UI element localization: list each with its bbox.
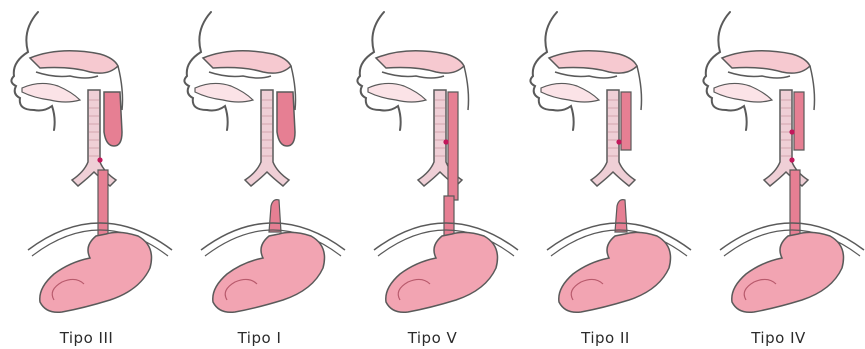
pharynx-wall [464, 66, 469, 110]
upper-esophagus [794, 92, 804, 150]
fistula-marker [443, 139, 448, 144]
face-profile-outline [11, 12, 54, 130]
fistula-marker [789, 129, 794, 134]
lower-esophageal-stump [615, 200, 627, 232]
oral-cavity [541, 83, 599, 102]
face-profile-outline [184, 12, 227, 130]
panel-label: Tipo I [173, 329, 346, 347]
pharynx-wall [810, 66, 815, 110]
nasal-cavity [376, 51, 464, 73]
panel-tipo-v: Tipo V [346, 0, 519, 349]
pharynx-wall [637, 66, 642, 110]
oral-cavity [195, 83, 253, 102]
upper-esophageal-pouch [277, 92, 295, 146]
upper-esophagus [621, 92, 631, 150]
nasal-cavity [203, 51, 291, 73]
stomach [386, 232, 498, 312]
panel-label: Tipo IV [692, 329, 865, 347]
panel-label: Tipo V [346, 329, 519, 347]
panel-tipo-iii: Tipo III [0, 0, 173, 349]
nasal-cavity [722, 51, 810, 73]
oral-cavity [22, 83, 80, 102]
anatomy-illustration [0, 0, 173, 349]
panel-tipo-i: Tipo I [173, 0, 346, 349]
face-profile-outline [703, 12, 746, 130]
face-profile-outline [357, 12, 400, 130]
anatomy-illustration [519, 0, 692, 349]
anatomy-illustration [173, 0, 346, 349]
stomach [40, 232, 152, 312]
oral-cavity [368, 83, 426, 102]
panel-tipo-iv: Tipo IV [692, 0, 865, 349]
upper-esophagus [448, 92, 458, 200]
nasal-cavity [30, 51, 118, 73]
fistula-marker [97, 157, 102, 162]
anatomy-illustration [692, 0, 865, 349]
palate-line [382, 72, 444, 78]
stomach [559, 232, 671, 312]
anatomy-illustration [346, 0, 519, 349]
upper-esophageal-pouch [104, 92, 122, 146]
panel-label: Tipo III [0, 329, 173, 347]
palate-line [555, 72, 617, 78]
panel-tipo-ii: Tipo II [519, 0, 692, 349]
stomach [732, 232, 844, 312]
fistula-marker [616, 139, 621, 144]
oral-cavity [714, 83, 772, 102]
fistula-marker [789, 157, 794, 162]
panel-label: Tipo II [519, 329, 692, 347]
nasal-cavity [549, 51, 637, 73]
palate-line [209, 72, 271, 78]
palate-line [728, 72, 790, 78]
stomach [213, 232, 325, 312]
face-profile-outline [530, 12, 573, 130]
palate-line [36, 72, 98, 78]
lower-esophageal-stump [269, 200, 281, 232]
